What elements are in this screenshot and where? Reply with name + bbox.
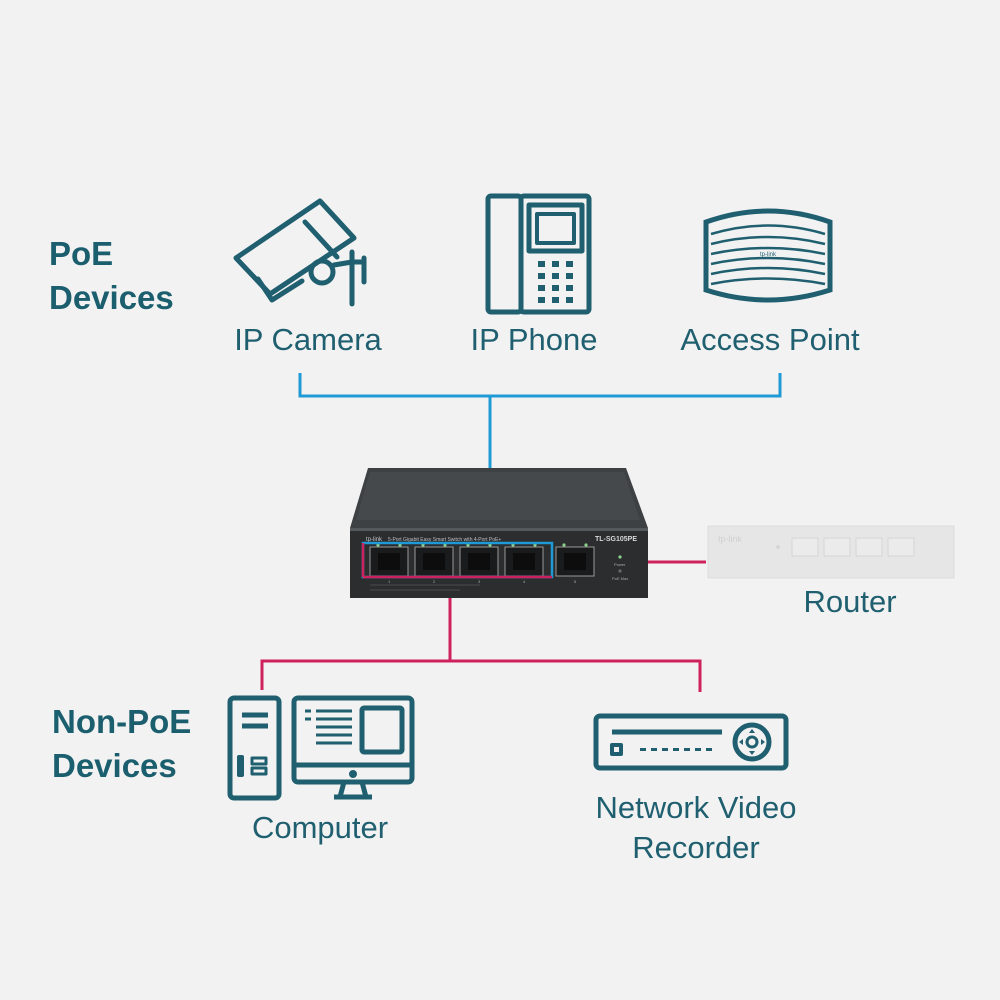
port-number-2: 2 <box>433 579 436 584</box>
poe-max-led <box>618 569 622 573</box>
access-point-label: Access Point <box>680 322 860 357</box>
nvr-icon <box>593 713 789 771</box>
router-device: tp-link <box>707 525 955 579</box>
poe-max-led-label: PoE Max <box>612 576 628 581</box>
switch-model: TL-SG105PE <box>595 536 637 543</box>
switch-ports: 1 2 3 4 5 <box>369 543 595 584</box>
nvr-label-line2: Recorder <box>632 830 760 865</box>
poe-group-label: PoE Devices <box>49 232 174 320</box>
router-brand: tp-link <box>718 534 743 544</box>
switch-port-1 <box>369 543 409 577</box>
switch-port-4 <box>504 543 544 577</box>
port-number-5: 5 <box>574 579 577 584</box>
poe-group-label-line2: Devices <box>49 279 174 316</box>
access-point-brand: tp-link <box>760 252 777 258</box>
switch-port-5 <box>555 543 595 577</box>
switch-description: 5-Port Gigabit Easy Smart Switch with 4-… <box>388 537 501 543</box>
non-poe-group-label-line2: Devices <box>52 747 177 784</box>
nvr-label-line1: Network Video <box>595 790 797 825</box>
switch-port-2 <box>414 543 454 577</box>
router-label: Router <box>803 584 897 619</box>
port-number-3: 3 <box>478 579 481 584</box>
poe-line-camera <box>298 373 782 398</box>
phone-icon <box>485 193 592 315</box>
switch-port-3 <box>459 543 499 577</box>
power-led-label: Power <box>614 562 626 567</box>
access-point-icon: tp-link <box>703 208 833 303</box>
switch-device: tp-link 5-Port Gigabit Easy Smart Switch… <box>350 468 648 598</box>
ip-camera-label: IP Camera <box>234 322 382 357</box>
computer-icon <box>227 695 415 801</box>
non-poe-group-label: Non-PoE Devices <box>52 700 191 788</box>
camera-icon <box>233 198 367 307</box>
poe-group-label-line1: PoE <box>49 235 114 272</box>
nvr-label: Network Video Recorder <box>566 788 826 868</box>
non-poe-line-branch <box>260 659 702 692</box>
ip-phone-label: IP Phone <box>470 322 598 357</box>
port-number-4: 4 <box>523 579 526 584</box>
power-led <box>618 555 622 559</box>
computer-label: Computer <box>251 810 389 845</box>
switch-brand: tp-link <box>366 537 383 543</box>
non-poe-group-label-line1: Non-PoE <box>52 703 192 740</box>
port-number-1: 1 <box>388 579 391 584</box>
